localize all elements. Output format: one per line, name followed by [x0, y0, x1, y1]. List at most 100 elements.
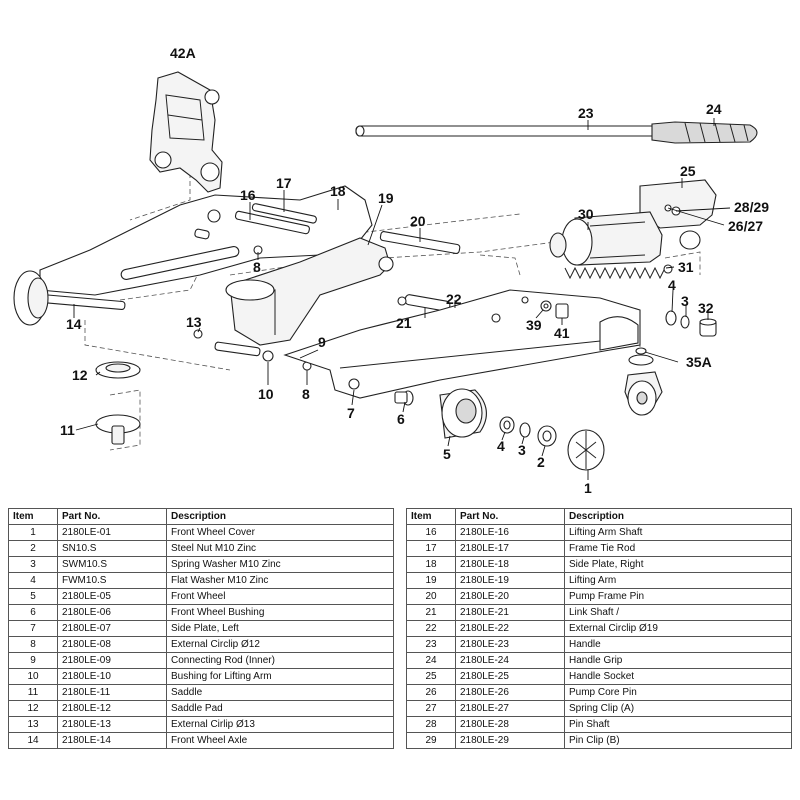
- callout-32: 32: [698, 300, 714, 316]
- cell-description: Front Wheel: [166, 588, 394, 605]
- header-description: Description: [166, 508, 394, 525]
- callout-labels: 42A 23 24 25 28/29 26/27 30 31 17 16 18 …: [60, 45, 769, 496]
- callout-39: 39: [526, 317, 542, 333]
- callout-26-27: 26/27: [728, 218, 763, 234]
- cell-part-no: 2180LE-20: [455, 588, 565, 605]
- callout-17: 17: [276, 175, 292, 191]
- cell-description: Pin Clip (B): [564, 732, 792, 749]
- lifting-arm-19: [225, 237, 394, 346]
- pump-frame-pin-20: [379, 231, 461, 254]
- cell-description: Pump Frame Pin: [564, 588, 792, 605]
- small-pin-left: [194, 228, 210, 240]
- callout-8-lower: 8: [302, 386, 310, 402]
- cell-part-no: 2180LE-17: [455, 540, 565, 557]
- callout-31: 31: [678, 259, 694, 275]
- circlip-13: [193, 329, 203, 339]
- cell-description: Spring Clip (A): [564, 700, 792, 717]
- front-wheel-axle-14: [39, 294, 126, 311]
- cell-part-no: 2180LE-23: [455, 636, 565, 653]
- cell-description: Spring Washer M10 Zinc: [166, 556, 394, 573]
- cell-part-no: 2180LE-18: [455, 556, 565, 573]
- callout-12: 12: [72, 367, 88, 383]
- callout-4-rear: 4: [668, 277, 676, 293]
- cell-description: Front Wheel Cover: [166, 524, 394, 541]
- cell-description: Handle: [564, 636, 792, 653]
- callout-22: 22: [446, 291, 462, 307]
- cell-description: Front Wheel Bushing: [166, 604, 394, 621]
- frame-tie-rod-17: [251, 203, 317, 224]
- callout-11: 11: [60, 422, 75, 438]
- cell-part-no: 2180LE-10: [57, 668, 167, 685]
- cell-item: 18: [406, 556, 456, 573]
- cell-part-no: 2180LE-16: [455, 524, 565, 541]
- cell-description: Pin Shaft: [564, 716, 792, 733]
- cell-description: Link Shaft /: [564, 604, 792, 621]
- callout-9: 9: [318, 334, 326, 350]
- table-header-row: Item Part No. Description: [406, 508, 792, 525]
- washer-39: [540, 300, 552, 312]
- header-part-no: Part No.: [57, 508, 167, 525]
- steel-nut-2: [537, 425, 557, 447]
- callout-30: 30: [578, 206, 594, 222]
- cell-item: 22: [406, 620, 456, 637]
- callout-19: 19: [378, 190, 394, 206]
- cell-description: Side Plate, Left: [166, 620, 394, 637]
- cell-description: Saddle Pad: [166, 700, 394, 717]
- cell-item: 2: [8, 540, 58, 557]
- callout-2: 2: [537, 454, 545, 470]
- cell-part-no: FWM10.S: [57, 572, 167, 589]
- callout-42a: 42A: [170, 45, 196, 61]
- cell-item: 11: [8, 684, 58, 701]
- castor-wheel-35a: [624, 347, 663, 416]
- bushing-lifting-arm-10: [214, 341, 274, 362]
- cell-item: 27: [406, 700, 456, 717]
- callout-41: 41: [554, 325, 570, 341]
- cell-description: Front Wheel Axle: [166, 732, 394, 749]
- cell-item: 5: [8, 588, 58, 605]
- cell-item: 28: [406, 716, 456, 733]
- handle-grip-24: [651, 121, 758, 144]
- cell-item: 3: [8, 556, 58, 573]
- callout-14: 14: [66, 316, 82, 332]
- cell-part-no: 2180LE-12: [57, 700, 167, 717]
- pump-assembly-30: [549, 179, 717, 266]
- cell-item: 26: [406, 684, 456, 701]
- cell-item: 6: [8, 604, 58, 621]
- cell-item: 7: [8, 620, 58, 637]
- cell-part-no: 2180LE-28: [455, 716, 565, 733]
- cell-item: 20: [406, 588, 456, 605]
- saddle-pad-12: [95, 361, 141, 379]
- cell-item: 9: [8, 652, 58, 669]
- cell-item: 23: [406, 636, 456, 653]
- cell-item: 19: [406, 572, 456, 589]
- exploded-view-diagram: 42A 23 24 25 28/29 26/27 30 31 17 16 18 …: [13, 45, 769, 496]
- rear-spring-washer-3: [680, 315, 690, 329]
- cell-part-no: 2180LE-29: [455, 732, 565, 749]
- cell-part-no: 2180LE-25: [455, 668, 565, 685]
- cell-description: Lifting Arm: [564, 572, 792, 589]
- callout-16: 16: [240, 187, 256, 203]
- cell-item: 24: [406, 652, 456, 669]
- side-plate-left-7: [283, 289, 641, 399]
- cell-item: 1: [8, 524, 58, 541]
- cell-part-no: 2180LE-09: [57, 652, 167, 669]
- callout-7: 7: [347, 405, 355, 421]
- callout-10: 10: [258, 386, 274, 402]
- cell-description: Bushing for Lifting Arm: [166, 668, 394, 685]
- rear-nut-32: [699, 318, 717, 337]
